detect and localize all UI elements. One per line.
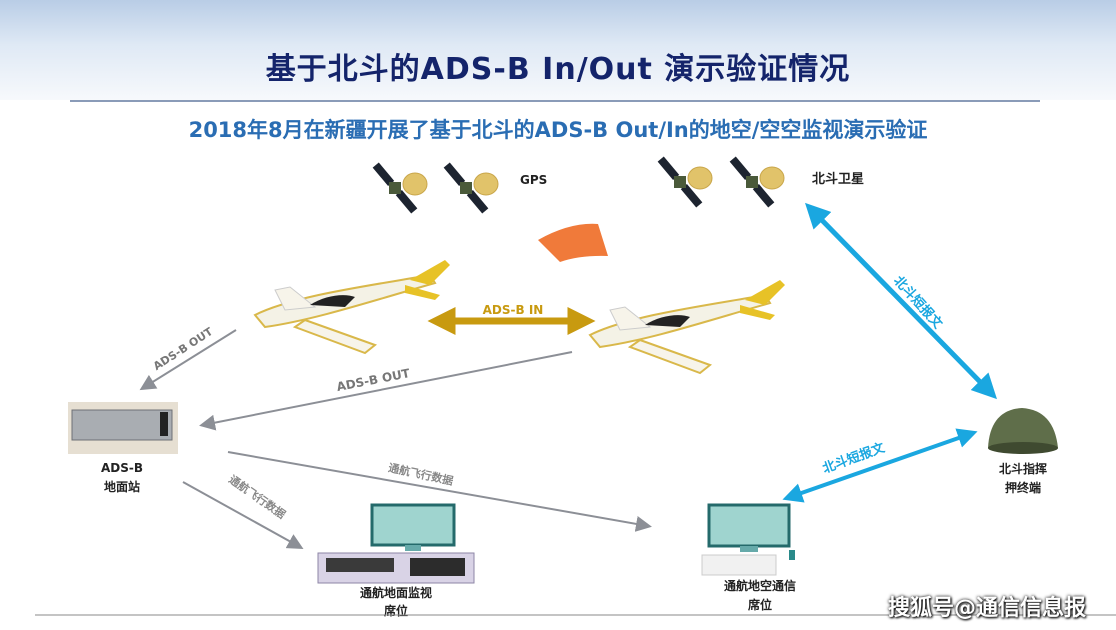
- aircraft-2-icon: [589, 279, 786, 374]
- page-title: 基于北斗的ADS-B In/Out 演示验证情况: [265, 52, 851, 87]
- aircraft-1-icon: [254, 259, 451, 354]
- beidou-terminal-label: 押终端: [1005, 480, 1041, 495]
- beidou-message-label-2: 北斗短报文: [820, 439, 887, 477]
- beidou-terminal-label: 北斗指挥: [999, 461, 1047, 476]
- air-ground-comm-workstation-icon: [701, 503, 795, 576]
- ground-monitor-workstation-icon: [317, 503, 475, 584]
- flight-data-arrow-2: [182, 481, 304, 549]
- page-subtitle: 2018年8月在新疆开展了基于北斗的ADS-B Out/In的地空/空空监视演示…: [188, 118, 928, 142]
- gps-satellite-icon: [443, 161, 499, 215]
- beidou-message-arrow-1: [805, 202, 997, 400]
- gps-label: GPS: [520, 173, 547, 187]
- beidou-satellite-label: 北斗卫星: [812, 172, 864, 187]
- air-ground-comm-seat-label: 席位: [748, 597, 772, 612]
- signal-wedge-icon: [538, 223, 608, 262]
- beidou-satellite-icon: [657, 155, 713, 209]
- header-banner: [0, 0, 1116, 100]
- title-divider: [70, 100, 1040, 102]
- ground-station-label: 地面站: [104, 479, 140, 494]
- ground-monitor-seat-label: 席位: [384, 603, 408, 618]
- flight-data-label-2: 通航飞行数据: [226, 472, 288, 521]
- gps-satellite-icon: [372, 161, 428, 215]
- ground-station-label: ADS-B: [101, 461, 143, 475]
- air-ground-comm-seat-label: 通航地空通信: [724, 578, 796, 593]
- flight-data-label-1: 通航飞行数据: [387, 460, 454, 487]
- adsb-in-label: ADS-B IN: [483, 303, 544, 317]
- adsb-out-arrow-2: [199, 351, 573, 431]
- watermark: 搜狐号@通信信息报: [888, 596, 1087, 621]
- beidou-satellite-icon: [729, 155, 785, 209]
- adsb-out-arrow-1: [139, 329, 237, 391]
- beidou-terminal-dome-icon: [988, 408, 1058, 454]
- flight-data-arrow-1: [227, 451, 652, 532]
- beidou-message-label-1: 北斗短报文: [890, 273, 946, 333]
- ground-monitor-seat-label: 通航地面监视: [360, 585, 432, 600]
- beidou-message-arrow-2: [782, 428, 978, 503]
- ground-station-icon: [68, 402, 178, 454]
- adsb-out-label-2: ADS-B OUT: [335, 366, 411, 394]
